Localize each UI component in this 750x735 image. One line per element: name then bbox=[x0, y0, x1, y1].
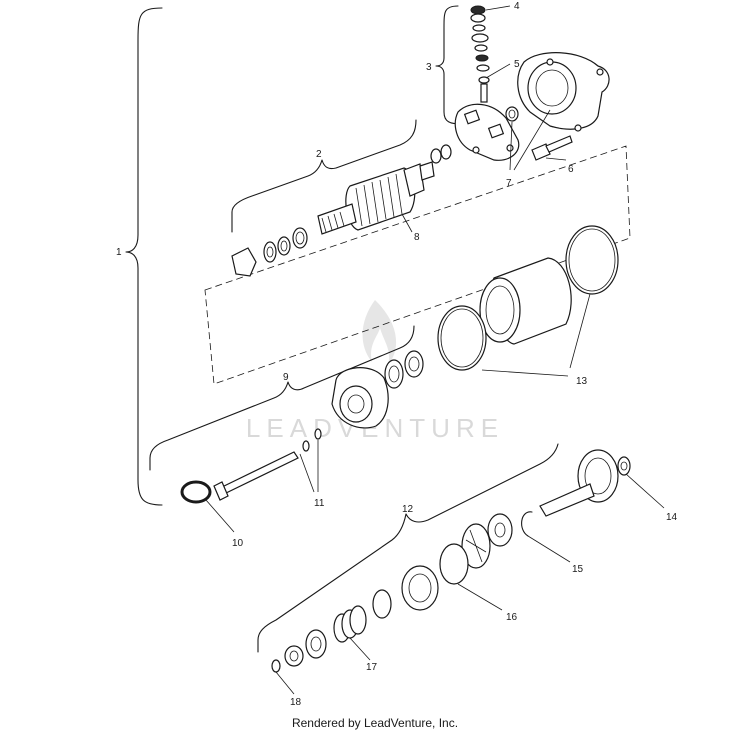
clip-18 bbox=[271, 659, 281, 673]
callout-14: 14 bbox=[666, 512, 678, 523]
washer-14 bbox=[617, 456, 631, 476]
o-ring-10 bbox=[180, 480, 212, 504]
bearing bbox=[384, 350, 424, 389]
callout-17: 17 bbox=[366, 662, 378, 673]
callout-18: 18 bbox=[290, 697, 302, 708]
o-ring-13-right bbox=[565, 225, 619, 295]
washer-stack-left bbox=[231, 227, 308, 277]
o-ring-13-left bbox=[437, 305, 487, 371]
bracket-9 bbox=[149, 325, 415, 471]
spring-17 bbox=[333, 605, 367, 643]
ring-16 bbox=[439, 543, 469, 585]
bracket-3 bbox=[435, 5, 463, 125]
snap-ring-15 bbox=[521, 511, 533, 537]
clutch-plate bbox=[461, 523, 491, 569]
bracket-2 bbox=[231, 119, 417, 233]
through-bolt bbox=[213, 428, 322, 501]
bracket-assembly-1 bbox=[125, 7, 163, 506]
end-cover bbox=[331, 367, 389, 429]
brush-end-housing bbox=[517, 52, 610, 132]
callout-16: 16 bbox=[506, 612, 518, 623]
leader-lines bbox=[205, 5, 665, 695]
washer-pair-top bbox=[430, 144, 452, 164]
callout-8: 8 bbox=[414, 232, 420, 243]
nut-stack bbox=[470, 5, 490, 103]
callout-7: 7 bbox=[506, 178, 512, 189]
bracket-12 bbox=[257, 443, 559, 653]
yoke-housing bbox=[479, 257, 572, 345]
footer-credit: Rendered by LeadVenture, Inc. bbox=[291, 716, 459, 730]
callout-5: 5 bbox=[514, 59, 520, 70]
collar bbox=[372, 589, 392, 619]
callout-15: 15 bbox=[572, 564, 584, 575]
callout-13: 13 bbox=[576, 376, 588, 387]
stopper bbox=[487, 513, 513, 547]
washer-stack-bottom bbox=[284, 629, 327, 667]
callout-6: 6 bbox=[568, 164, 574, 175]
flame-logo-icon bbox=[362, 300, 397, 365]
callout-12: 12 bbox=[402, 504, 414, 515]
callout-labels: 1 2 3 4 5 6 7 8 9 10 11 12 13 14 15 16 1… bbox=[116, 1, 678, 708]
callout-10: 10 bbox=[232, 538, 244, 549]
brush-holder-plate bbox=[454, 103, 520, 161]
callout-2: 2 bbox=[316, 149, 322, 160]
bolt-6 bbox=[531, 135, 573, 161]
callout-3: 3 bbox=[426, 62, 432, 73]
callout-1: 1 bbox=[116, 247, 122, 258]
callout-9: 9 bbox=[283, 372, 289, 383]
callout-11: 11 bbox=[314, 498, 325, 509]
clutch-gear bbox=[401, 565, 439, 611]
callout-4: 4 bbox=[514, 1, 520, 12]
bushing bbox=[505, 106, 519, 122]
armature bbox=[317, 161, 435, 235]
pinion-gear bbox=[539, 449, 619, 517]
